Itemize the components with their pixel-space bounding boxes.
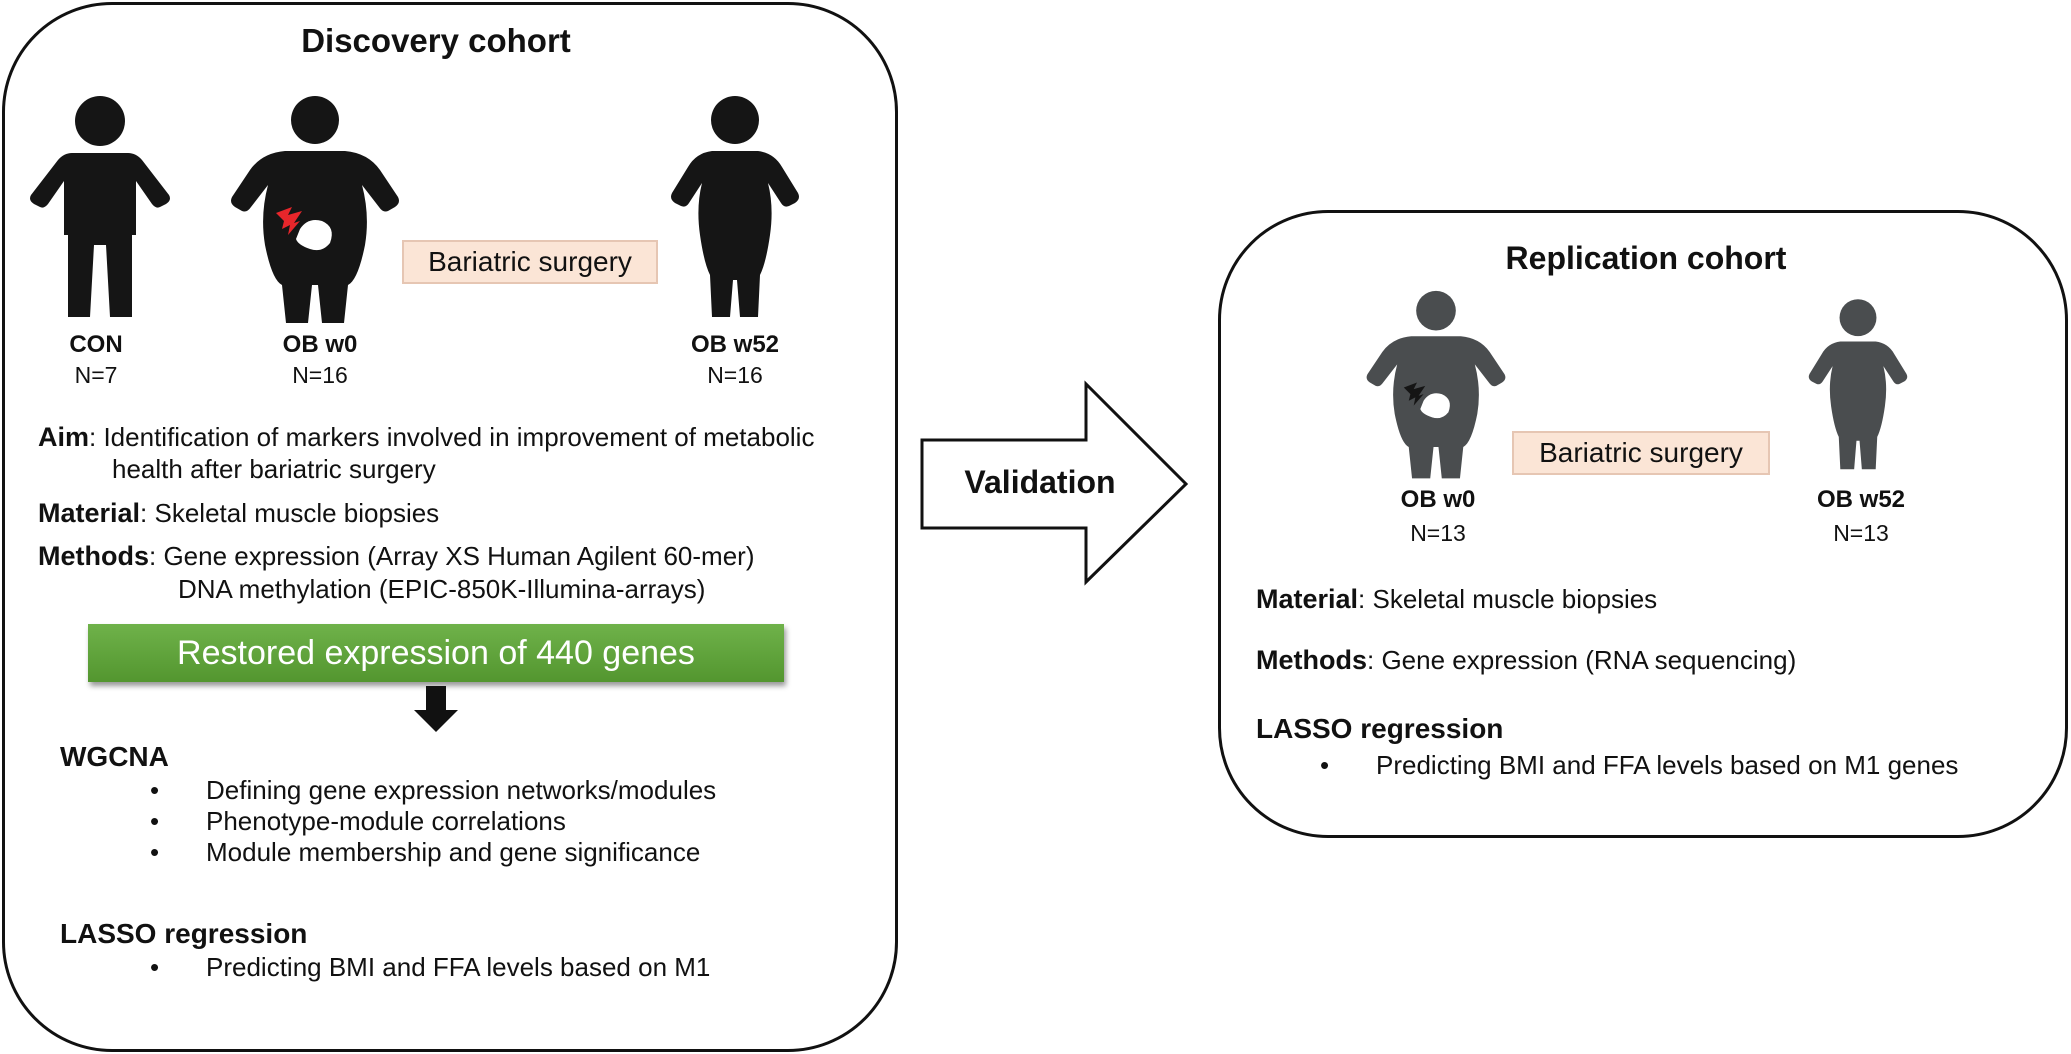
person-rep-ob-w0-icon [1366,290,1506,479]
bullet-dot: • [150,952,160,982]
person-ob-w52-icon [671,96,799,317]
wgcna-item-2: • Phenotype-module correlations [150,806,850,838]
rep-material-text: : Skeletal muscle biopsies [1358,584,1658,614]
wgcna-item-1: • Defining gene expression networks/modul… [150,775,850,807]
rep-material-line: Material: Skeletal muscle biopsies [1256,584,1657,615]
wgcna-item-text: Module membership and gene significance [206,837,701,867]
wgcna-item-text: Phenotype-module correlations [206,806,566,836]
methods-line-2: DNA methylation (EPIC-850K-Illumina-arra… [178,574,706,604]
methods-line-1: Methods: Gene expression (Array XS Human… [38,541,754,572]
replication-cohort-title: Replication cohort [1505,240,1787,276]
person-con-icon [30,96,170,317]
rep-lasso-item-text: Predicting BMI and FFA levels based on M… [1376,750,1959,780]
rep-group-label-ob-w52: OB w52 [1816,486,1906,513]
person-ob-w0-icon [231,96,399,323]
material-label: Material [38,498,141,528]
rep-group-n-ob-w52: N=13 [1833,520,1889,546]
wgcna-item-text: Defining gene expression networks/module… [206,775,717,805]
bullet-dot: • [150,775,160,805]
material-line: Material: Skeletal muscle biopsies [38,498,439,529]
rep-material-label: Material [1256,584,1359,614]
discovery-surgery-box: Bariatric surgery [402,240,658,284]
group-label-ob-w0: OB w0 [282,331,358,358]
wgcna-item-3: • Module membership and gene significance [150,837,850,869]
aim-label: Aim [38,422,90,452]
aim-line-2: health after bariatric surgery [112,454,436,484]
rep-methods-label: Methods [1256,645,1367,675]
arrow-down-icon [414,686,458,732]
stomach-lightning-icon [1403,382,1450,419]
rep-methods-line: Methods: Gene expression (RNA sequencing… [1256,645,1796,676]
discovery-lasso-item-1: • Predicting BMI and FFA levels based on … [150,952,850,984]
aim-line-1: Aim: Identification of markers involved … [38,422,814,453]
group-n-ob-w0: N=16 [292,362,348,388]
replication-cohort-panel [1218,210,2068,838]
methods-label: Methods [38,541,149,571]
discovery-lasso-heading: LASSO regression [60,918,308,949]
group-label-ob-w52: OB w52 [690,331,780,358]
validation-label: Validation [964,464,1116,500]
discovery-cohort-title: Discovery cohort [301,22,571,59]
rep-methods-text: : Gene expression (RNA sequencing) [1367,645,1797,675]
bullet-dot: • [150,837,160,867]
bullet-dot: • [1320,750,1330,780]
rep-lasso-item-1: • Predicting BMI and FFA levels based on … [1320,750,2050,782]
validation-arrow-icon [920,380,1189,586]
person-rep-ob-w52-icon [1808,299,1908,470]
stomach-lightning-icon [276,207,332,251]
restored-expression-box: Restored expression of 440 genes [88,624,784,682]
group-label-con: CON [69,331,123,358]
material-text: : Skeletal muscle biopsies [140,498,440,528]
rep-group-label-ob-w0: OB w0 [1400,486,1476,513]
wgcna-heading: WGCNA [60,741,169,772]
rep-group-n-ob-w0: N=13 [1410,520,1466,546]
group-n-ob-w52: N=16 [707,362,763,388]
aim-text-1: : Identification of markers involved in … [89,422,815,452]
methods-text-1: : Gene expression (Array XS Human Agilen… [149,541,755,571]
rep-lasso-heading: LASSO regression [1256,713,1504,744]
lasso-item-text: Predicting BMI and FFA levels based on M… [206,952,711,982]
replication-surgery-box: Bariatric surgery [1512,431,1770,475]
group-n-con: N=7 [74,362,118,388]
bullet-dot: • [150,806,160,836]
